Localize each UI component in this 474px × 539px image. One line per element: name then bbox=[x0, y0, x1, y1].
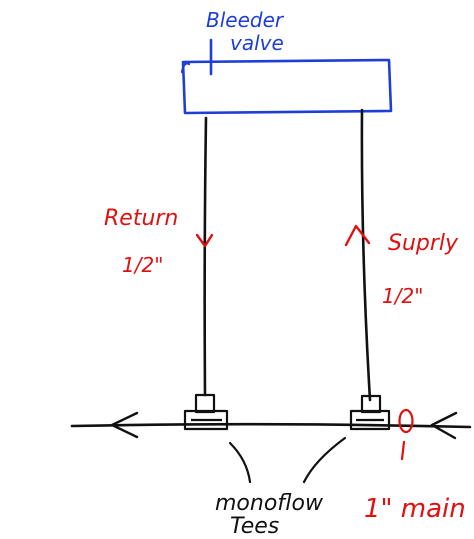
tee-leader-left bbox=[228, 441, 252, 484]
main-marker-circle bbox=[398, 408, 414, 434]
monoflow-tee-supply bbox=[349, 394, 391, 431]
main-leader bbox=[400, 440, 406, 461]
supply-flow-arrow-icon bbox=[344, 224, 371, 247]
return-flow-arrow-icon bbox=[195, 233, 214, 248]
main-size-label: 1" main bbox=[364, 494, 466, 524]
monoflow-tee-return bbox=[183, 393, 229, 431]
main-flow-arrow-left-icon bbox=[110, 411, 139, 439]
tees-label-line1: monoflow bbox=[215, 491, 324, 516]
return-label: Return bbox=[104, 206, 178, 231]
supply-label: Suprly bbox=[388, 231, 459, 256]
tees-label-line2: Tees bbox=[230, 514, 279, 539]
bleeder-label-line1: Bleeder bbox=[206, 8, 285, 32]
bleeder-label-line2: valve bbox=[230, 31, 284, 55]
return-pipe-size: 1/2" bbox=[122, 253, 163, 277]
supply-riser-pipe bbox=[360, 108, 372, 402]
radiator-body bbox=[181, 58, 393, 115]
tee-leader-right bbox=[302, 436, 347, 484]
supply-pipe-size: 1/2" bbox=[382, 284, 423, 308]
bleeder-valve-icon bbox=[180, 62, 191, 74]
return-riser-pipe bbox=[203, 116, 208, 397]
main-flow-arrow-right-icon bbox=[430, 411, 458, 440]
main-pipe bbox=[70, 422, 472, 429]
